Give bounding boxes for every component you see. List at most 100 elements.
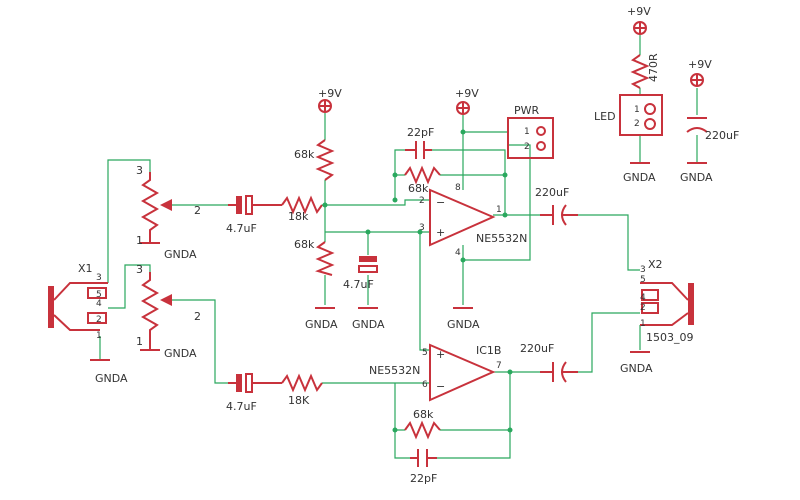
jack-x2: X2 3 5 4 2 1 1503_09 xyxy=(640,258,694,344)
resistor-divider-top: 68k xyxy=(294,139,335,181)
connector-label: PWR xyxy=(514,104,540,117)
led: 1 2 LED xyxy=(594,94,663,136)
wire-fbbot-cap-right xyxy=(437,430,511,459)
jack-part-label: 1503_09 xyxy=(646,331,694,344)
cap-value-label: 4.7uF xyxy=(343,278,374,291)
resistor-icon xyxy=(281,373,323,393)
ground-9: GNDA xyxy=(620,351,653,375)
pin-label: 5 xyxy=(422,348,428,358)
pin-label: 2 xyxy=(634,119,640,129)
jack-x1: X1 3 5 4 2 1 xyxy=(48,262,108,341)
pin-label: 3 xyxy=(136,164,143,177)
wire-fbbot-left xyxy=(394,383,405,431)
capacitor-output-bottom: 220uF xyxy=(520,342,578,383)
inverting-sign: − xyxy=(436,196,445,209)
pin-label: 4 xyxy=(455,248,461,258)
supply-label: +9V xyxy=(627,5,651,18)
cap-value-label: 220uF xyxy=(705,129,739,142)
cap-plate-icon xyxy=(236,196,242,214)
pot-resistor-icon xyxy=(140,272,160,350)
ground-symbols: GNDA GNDA GNDA GNDA GNDA GNDA GNDA GNDA xyxy=(90,162,713,385)
resistor-value-label: 68k xyxy=(294,238,315,251)
ground-label: GNDA xyxy=(352,318,385,331)
wire-fb-right xyxy=(432,149,506,215)
pin-label: 1 xyxy=(136,234,143,247)
opamp-top: − + 2 3 1 8 4 NE5532N xyxy=(419,183,527,258)
ground-label: GNDA xyxy=(164,248,197,261)
pin-label: 1 xyxy=(524,127,530,137)
supply-label: +9V xyxy=(688,58,712,71)
resistor-icon xyxy=(315,139,335,181)
ground-5: GNDA xyxy=(352,307,385,331)
jack-tip-icon xyxy=(640,282,689,301)
pin-label: 3 xyxy=(419,223,425,233)
ground-4: GNDA xyxy=(305,307,338,331)
resistor-divider-bottom: 68k xyxy=(294,238,335,276)
cap-value-label: 22pF xyxy=(407,126,434,139)
wire-rin-to-node xyxy=(322,199,430,206)
wire-fb-left xyxy=(394,149,405,200)
resistor-value-label: 18K xyxy=(288,394,310,407)
ground-label: GNDA xyxy=(164,347,197,360)
resistor-icon xyxy=(630,54,650,89)
wire-x1-pin2 xyxy=(108,264,151,309)
connector-body xyxy=(507,117,554,159)
potentiometer-bottom: 3 1 2 xyxy=(136,263,201,350)
pin-label: 7 xyxy=(496,361,502,371)
pin-label: 6 xyxy=(422,380,428,390)
pin-label: 1 xyxy=(634,105,640,115)
resistor-value-label: 68k xyxy=(294,148,315,161)
pin-label: 4 xyxy=(96,299,102,309)
noninverting-sign: + xyxy=(436,226,445,239)
resistor-input-bottom: 18K xyxy=(281,373,323,407)
jack-sleeve-icon xyxy=(48,286,54,328)
ground-label: GNDA xyxy=(95,372,128,385)
cap-value-label: 22pF xyxy=(410,472,437,485)
cap-value-label: 220uF xyxy=(535,186,569,199)
junction-dots xyxy=(322,129,513,433)
pin-label: 2 xyxy=(194,310,201,323)
jack-tip-icon xyxy=(53,282,108,301)
supply-9v-1: +9V xyxy=(318,87,342,113)
pin-label: 5 xyxy=(640,275,646,285)
pin-label: 2 xyxy=(419,196,425,206)
resistor-value-label: 68k xyxy=(408,182,429,195)
ground-2: GNDA xyxy=(140,347,197,360)
inverting-sign: − xyxy=(436,380,445,393)
pot-wiper-icon xyxy=(160,294,172,306)
capacitor-input-bottom: 4.7uF xyxy=(226,373,282,413)
resistor-icon xyxy=(281,195,323,215)
supply-9v-4: +9V xyxy=(688,58,712,87)
pin-label: 4 xyxy=(640,293,646,303)
cap-value-label: 4.7uF xyxy=(226,400,257,413)
ground-label: GNDA xyxy=(680,171,713,184)
pin-label: 2 xyxy=(524,142,530,152)
resistor-value-label: 18k xyxy=(288,210,309,223)
led-label: LED xyxy=(594,110,616,123)
pin-label: 1 xyxy=(136,335,143,348)
pin-label: 1 xyxy=(96,331,102,341)
jack-label: X2 xyxy=(648,258,663,271)
supply-label: +9V xyxy=(318,87,342,100)
net-wires xyxy=(99,35,698,459)
opamp-triangle-icon xyxy=(429,343,496,402)
resistor-led: 470R xyxy=(630,53,660,89)
capacitor-input-top: 4.7uF xyxy=(226,195,282,235)
wire-out-bot-to-x2 xyxy=(578,312,640,373)
wire-x1-pin3 xyxy=(107,159,151,283)
capacitor-divider: 4.7uF xyxy=(343,256,378,291)
resistor-value-label: 68k xyxy=(413,408,434,421)
cap-value-label: 4.7uF xyxy=(226,222,257,235)
resistor-value-label: 470R xyxy=(647,53,660,82)
pin-label: 2 xyxy=(640,303,646,313)
wire-fbbot-cap-left xyxy=(394,430,410,459)
ground-1: GNDA xyxy=(140,242,197,261)
jack-sleeve-icon xyxy=(688,283,694,325)
capacitor-power: 220uF xyxy=(686,117,739,142)
led-body xyxy=(619,94,663,136)
cap-value-label: 220uF xyxy=(520,342,554,355)
pin-label: 2 xyxy=(96,315,102,325)
ground-8: GNDA xyxy=(680,162,713,184)
capacitor-feedback-top: 22pF xyxy=(405,126,434,159)
noninverting-sign: + xyxy=(436,348,445,361)
